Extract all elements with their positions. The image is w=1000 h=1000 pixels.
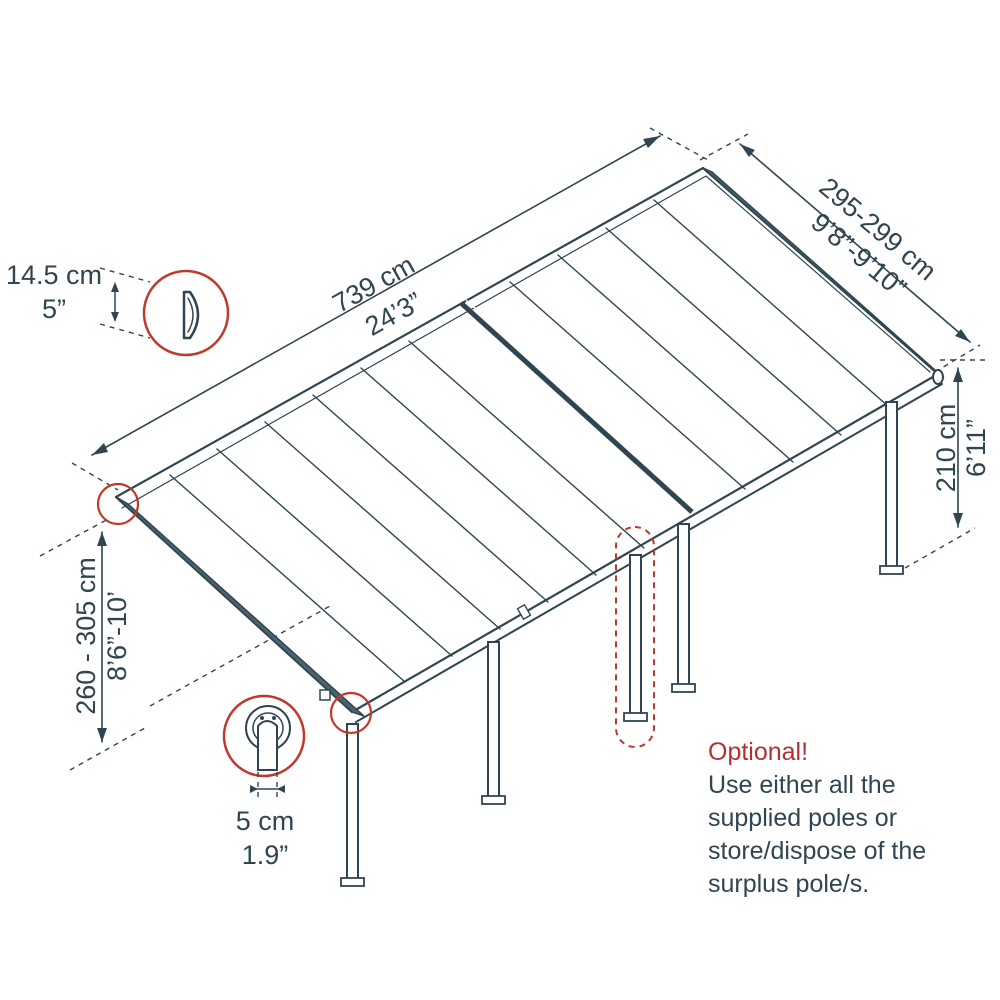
left-height-dimension: 260 - 305 cm 8’6”-10’ bbox=[39, 517, 331, 771]
length-arrow-end bbox=[643, 136, 660, 148]
note-line: store/dispose of the bbox=[708, 837, 926, 865]
width-arrow-end bbox=[955, 329, 970, 342]
roof-outline bbox=[114, 166, 940, 714]
right-gutter bbox=[702, 167, 945, 379]
rafter bbox=[605, 227, 842, 436]
width-extension-bottom bbox=[934, 344, 981, 373]
gutter-highlight-circle bbox=[142, 269, 230, 357]
post-middle-beam bbox=[671, 523, 696, 693]
middle-beam-highlight bbox=[465, 299, 698, 510]
gutter-cm-label: 14.5 cm bbox=[6, 260, 102, 290]
note-line: supplied poles or bbox=[708, 804, 897, 832]
post-arrow-left bbox=[250, 785, 258, 793]
wall-bracket bbox=[319, 689, 331, 701]
gutter-detail: 14.5 cm 5” bbox=[6, 260, 230, 357]
length-extension-right bbox=[649, 127, 709, 161]
length-dimension: 739 cm 24’3” bbox=[71, 127, 709, 491]
post-front-middle bbox=[481, 641, 506, 805]
gutter-arrow-bottom bbox=[111, 312, 119, 322]
gutter-arrow-top bbox=[111, 282, 119, 292]
gutter-in-label: 5” bbox=[42, 294, 66, 324]
length-dimension-line bbox=[91, 135, 661, 456]
width-dimension: 295-299 cm 9’8”-9’10” bbox=[699, 133, 981, 373]
length-arrow-start bbox=[92, 443, 108, 455]
gutter-extension-bottom bbox=[99, 323, 151, 339]
note-line: surplus pole/s. bbox=[708, 870, 869, 898]
note-line: Use either all the bbox=[708, 771, 896, 799]
posts bbox=[319, 401, 904, 887]
left-gutter bbox=[115, 496, 365, 717]
optional-note: Optional! Use either all the supplied po… bbox=[708, 738, 926, 898]
corner-cap-right bbox=[932, 369, 944, 385]
post-optional bbox=[623, 554, 648, 722]
left-height-ft-label: 8’6”-10’ bbox=[102, 591, 132, 681]
middle-beam bbox=[459, 301, 694, 514]
highlight-left-gutter-end bbox=[96, 482, 140, 526]
post-connector-icon bbox=[245, 705, 291, 771]
rafter bbox=[408, 340, 645, 549]
note-title: Optional! bbox=[708, 738, 808, 766]
post-detail: 5 cm 1.9” bbox=[222, 694, 306, 870]
roof bbox=[114, 166, 945, 723]
post-cm-label: 5 cm bbox=[236, 806, 295, 836]
highlight-post-connector bbox=[329, 691, 373, 735]
front-beam-lower bbox=[355, 383, 943, 723]
rafter bbox=[360, 367, 597, 576]
rafter bbox=[653, 199, 890, 408]
rafter bbox=[509, 281, 746, 490]
left-height-extension-bottom bbox=[69, 727, 146, 771]
gutter-profile-icon bbox=[182, 290, 200, 340]
rafter bbox=[216, 448, 453, 657]
roof-panels bbox=[169, 199, 890, 683]
beam-joint bbox=[516, 603, 532, 621]
gutter-extension-top bbox=[99, 267, 151, 283]
rafter bbox=[169, 474, 406, 683]
left-height-arrow-bottom bbox=[97, 728, 107, 742]
post-in-label: 1.9” bbox=[242, 840, 289, 870]
right-height-ft-label: 6’11” bbox=[961, 419, 991, 477]
rafter bbox=[312, 394, 549, 603]
rafter bbox=[264, 421, 501, 630]
post-arrow-right bbox=[277, 785, 285, 793]
width-dimension-line bbox=[739, 143, 971, 343]
left-height-arrow-top bbox=[97, 532, 107, 546]
left-height-cm-label: 260 - 305 cm bbox=[71, 557, 101, 715]
right-height-dimension: 210 cm 6’11” bbox=[904, 359, 991, 569]
post-detail-circle bbox=[222, 694, 306, 778]
right-height-arrow-bottom bbox=[953, 513, 963, 527]
width-extension-top bbox=[699, 133, 749, 161]
right-height-extension-bottom bbox=[904, 527, 976, 569]
right-height-cm-label: 210 cm bbox=[931, 404, 961, 493]
rafter bbox=[557, 254, 794, 463]
width-arrow-start bbox=[740, 144, 755, 157]
right-height-arrow-top bbox=[953, 368, 963, 382]
left-height-extension-mid bbox=[149, 605, 331, 707]
post-front-right bbox=[879, 401, 904, 575]
post-front-left bbox=[340, 723, 365, 887]
optional-post-highlight bbox=[615, 526, 655, 748]
left-height-extension-top bbox=[39, 517, 111, 557]
